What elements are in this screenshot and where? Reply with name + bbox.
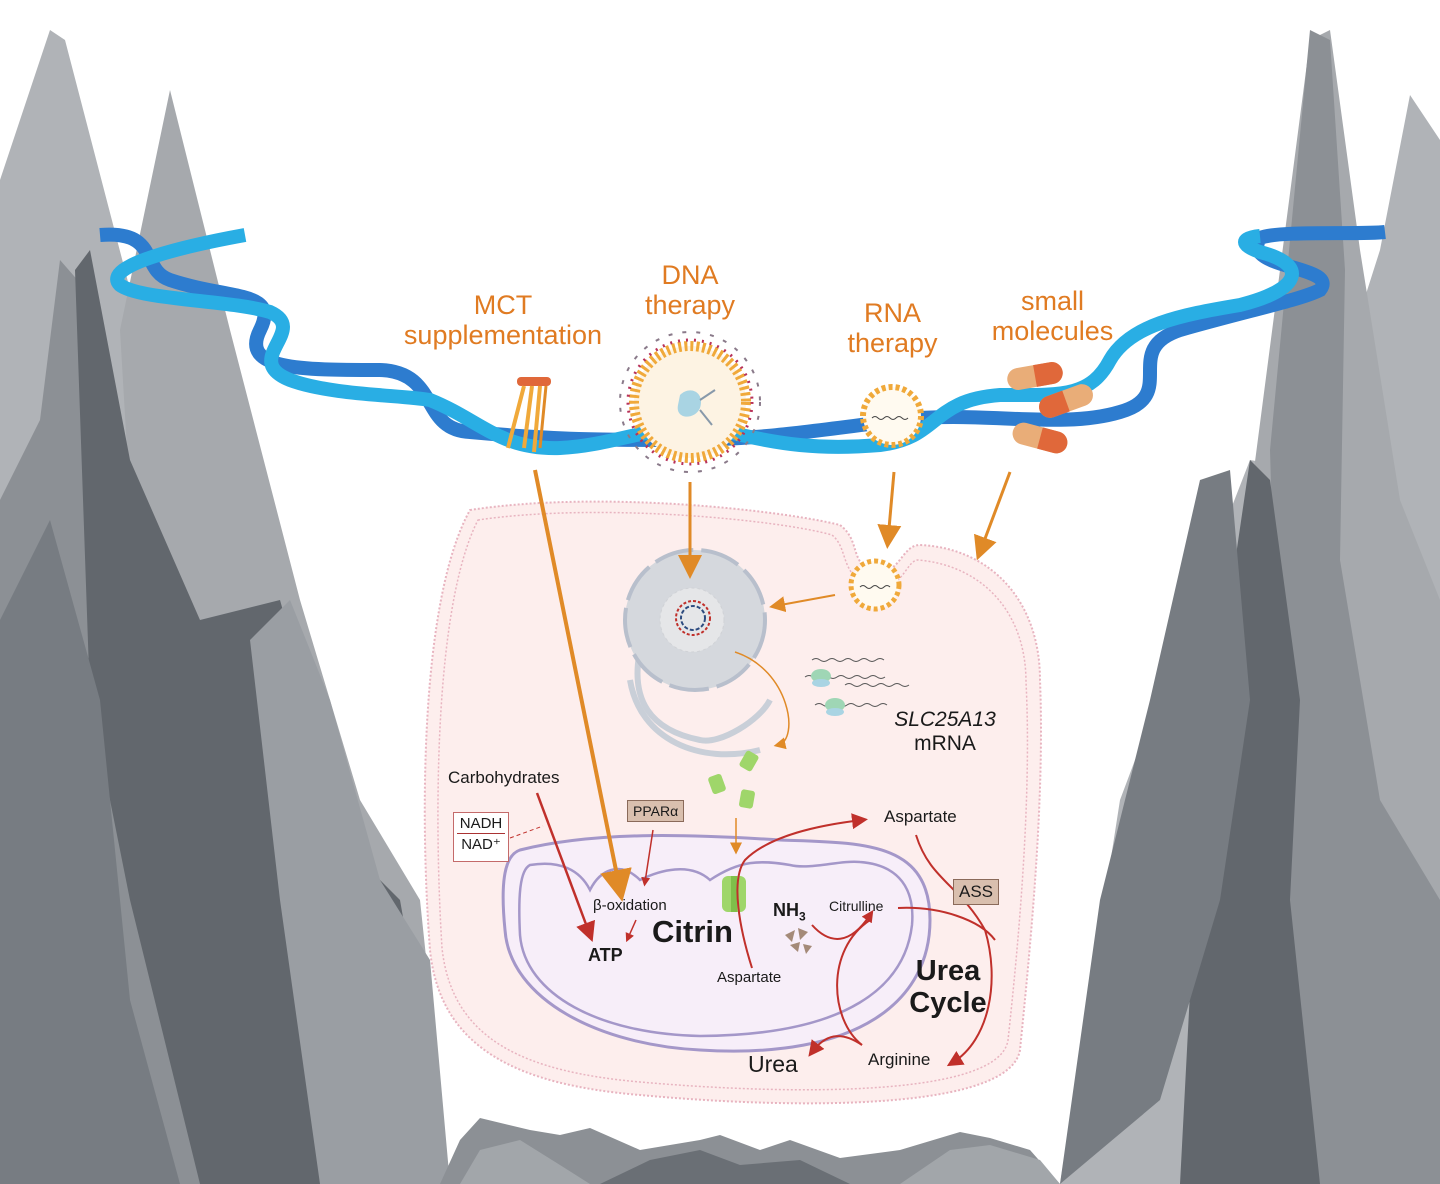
lipid-nanoparticle-icon <box>860 384 924 448</box>
mrna-ribosome-icon <box>804 658 910 716</box>
label-carbohydrates: Carbohydrates <box>448 768 560 787</box>
label-urea-cycle: Urea Cycle <box>902 955 994 1020</box>
label-line: Urea <box>915 955 981 987</box>
label-aspartate-outer: Aspartate <box>884 807 957 826</box>
viral-vector-icon <box>619 331 761 473</box>
label-arginine: Arginine <box>868 1050 931 1069</box>
nh3-subscript: 3 <box>799 909 806 924</box>
ammonia-particles-icon <box>785 928 812 954</box>
label-line: DNA <box>661 260 719 290</box>
label-line: Cycle <box>909 987 987 1020</box>
bottom-rocks <box>440 1118 1060 1184</box>
label-nad: NAD⁺ <box>461 836 501 853</box>
label-line: molecules <box>991 316 1114 347</box>
label-nh3: NH3 <box>773 900 806 924</box>
endosome-lnp-icon <box>848 558 902 612</box>
ass-enzyme-box: ASS <box>953 879 1000 905</box>
nadh-ratio-box: NADH NAD⁺ <box>453 812 509 862</box>
label-urea: Urea <box>748 1051 798 1077</box>
pathway-arrows <box>509 792 996 1067</box>
label-atp: ATP <box>588 945 623 965</box>
label-citrulline: Citrulline <box>829 898 884 914</box>
label-dna-therapy: DNA therapy <box>630 260 750 320</box>
label-mct-supplementation: MCT supplementation <box>392 290 614 350</box>
label-aspartate-inner: Aspartate <box>717 969 782 986</box>
capsule-icon <box>1007 362 1093 454</box>
nh3-base: NH <box>773 900 799 920</box>
label-rna-therapy: RNA therapy <box>835 298 950 358</box>
label-citrin: Citrin <box>652 914 733 949</box>
label-slc25a13-mrna: SLC25A13 mRNA <box>880 708 1010 755</box>
label-line: therapy <box>847 328 938 359</box>
label-line: therapy <box>644 290 736 321</box>
label-nadh: NADH <box>457 815 505 834</box>
stool-icon <box>506 377 551 453</box>
nucleus-icon <box>623 548 773 758</box>
gene-name: SLC25A13 <box>894 708 996 731</box>
label-beta-oxidation: β-oxidation <box>593 897 667 914</box>
citrin-protein-icon <box>708 750 759 809</box>
right-cliff <box>1060 30 1440 1184</box>
left-cliff <box>0 30 450 1184</box>
therapy-arrows <box>533 469 1012 902</box>
label-line: small <box>1020 286 1084 316</box>
label-small-molecules: small molecules <box>980 286 1125 346</box>
label-line: RNA <box>863 298 921 328</box>
label-line: MCT <box>473 290 533 320</box>
ppar-alpha-box: PPARα <box>627 800 685 822</box>
label-line: supplementation <box>403 320 603 351</box>
mrna-suffix: mRNA <box>914 731 976 755</box>
